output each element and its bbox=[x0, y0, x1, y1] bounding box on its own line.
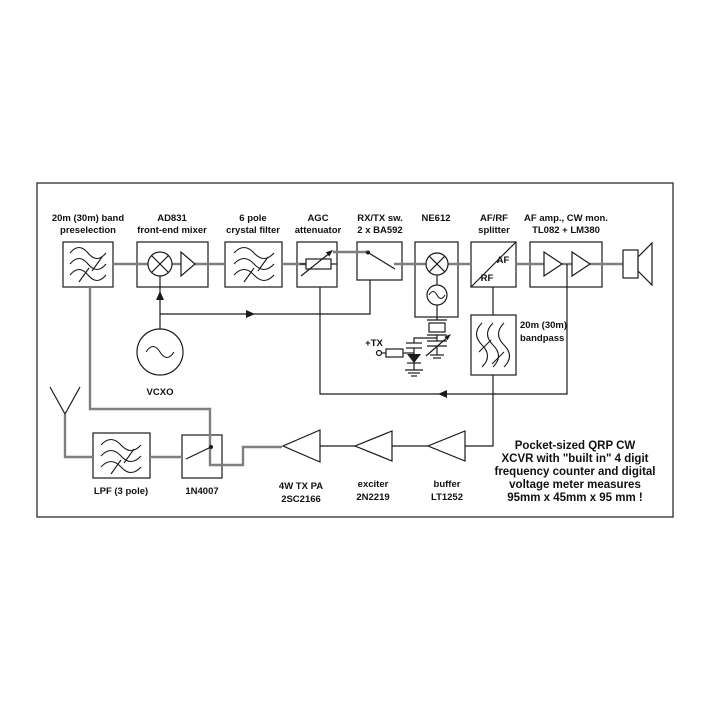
rx-tap-to-tr-switch bbox=[88, 287, 282, 467]
ne612-mixer-icon bbox=[425, 252, 449, 306]
varactor-diode-branch bbox=[405, 337, 437, 377]
signal-path-wires bbox=[63, 250, 623, 467]
control-wires bbox=[156, 264, 568, 447]
buffer-triangle-icon bbox=[426, 430, 466, 462]
exciter-label-1: exciter bbox=[358, 479, 389, 490]
vcxo-label: VCXO bbox=[147, 387, 174, 398]
exciter-triangle-icon bbox=[353, 430, 393, 462]
speaker-icon bbox=[622, 241, 653, 287]
lpf-box bbox=[92, 432, 151, 479]
tr-switch-icon bbox=[185, 445, 213, 460]
preselection-label-1: 20m (30m) band bbox=[52, 213, 125, 224]
splitter-diagonal bbox=[470, 241, 517, 288]
caption-line-2: XCVR with "built in" 4 digit bbox=[502, 453, 649, 465]
rxtx-switch-label-2: 2 x BA592 bbox=[357, 225, 402, 236]
caption-line-1: Pocket-sized QRP CW bbox=[515, 440, 636, 452]
caption-text: Pocket-sized QRP CW XCVR with "built in"… bbox=[494, 440, 655, 504]
bandpass-filter-icon bbox=[69, 246, 107, 283]
lpf-icon bbox=[100, 438, 142, 475]
exciter-label-2: 2N2219 bbox=[356, 492, 389, 503]
af-amp-label-2: TL082 + LM380 bbox=[532, 225, 600, 236]
caption-line-3: frequency counter and digital bbox=[494, 466, 655, 478]
resistor-icon bbox=[385, 348, 404, 358]
terminal-icon bbox=[375, 349, 383, 357]
crystal-filter-label-1: 6 pole bbox=[239, 213, 266, 224]
trimmer-capacitor-icon bbox=[425, 334, 451, 359]
splitter-af-port-label: AF bbox=[497, 255, 510, 266]
agc-label-1: AGC bbox=[307, 213, 328, 224]
tx-input-label: +TX bbox=[365, 338, 383, 349]
splitter-rf-port-label: RF bbox=[481, 273, 494, 284]
tx-chain-amp-icons bbox=[281, 429, 466, 463]
caption-line-4: voltage meter measures bbox=[509, 479, 641, 491]
af-amp-label-1: AF amp., CW mon. bbox=[524, 213, 608, 224]
af-amp-icons bbox=[543, 250, 592, 278]
buffer-label-1: buffer bbox=[434, 479, 461, 490]
bandpass-label-1: 20m (30m) bbox=[520, 320, 567, 331]
rxtx-switch-box bbox=[356, 241, 403, 281]
tx-bandpass-icon bbox=[475, 322, 511, 368]
antenna-feedline bbox=[63, 414, 93, 459]
caption-line-5: 95mm x 45mm x 95 mm ! bbox=[507, 492, 643, 504]
tr-switch-label: 1N4007 bbox=[185, 486, 218, 497]
variable-attenuator-icon bbox=[300, 250, 337, 277]
pa-label-2: 2SC2166 bbox=[281, 494, 321, 505]
crystal-varactor-network bbox=[375, 305, 451, 377]
tx-bias-input bbox=[375, 348, 414, 358]
rxtx-switch-icon bbox=[366, 250, 396, 270]
crystal-filter-icon bbox=[233, 246, 275, 283]
splitter-label-2: splitter bbox=[478, 225, 510, 236]
crystal-icon bbox=[428, 322, 446, 333]
rxtx-switch-label-1: RX/TX sw. bbox=[357, 213, 403, 224]
amp-triangle-icon bbox=[180, 250, 196, 278]
tr-switch-box bbox=[181, 434, 223, 479]
lpf-label: LPF (3 pole) bbox=[94, 486, 148, 497]
pa-triangle-icon bbox=[281, 429, 321, 463]
vcxo-icon bbox=[136, 328, 184, 376]
diode-icon bbox=[407, 354, 421, 363]
bandpass-label-2: bandpass bbox=[520, 333, 564, 344]
mixer-label-1: AD831 bbox=[157, 213, 187, 224]
buffer-label-2: LT1252 bbox=[431, 492, 463, 503]
pa-label-1: 4W TX PA bbox=[279, 481, 323, 492]
ne612-label: NE612 bbox=[421, 213, 450, 224]
crystal-filter-label-2: crystal filter bbox=[226, 225, 280, 236]
antenna-icon bbox=[49, 386, 81, 415]
block-labels: 20m (30m) band preselection AD831 front-… bbox=[52, 213, 608, 505]
agc-label-2: attenuator bbox=[295, 225, 342, 236]
mixer-label-2: front-end mixer bbox=[137, 225, 207, 236]
preselection-label-2: preselection bbox=[60, 225, 116, 236]
splitter-label-1: AF/RF bbox=[480, 213, 508, 224]
mixer-icon bbox=[147, 250, 196, 278]
